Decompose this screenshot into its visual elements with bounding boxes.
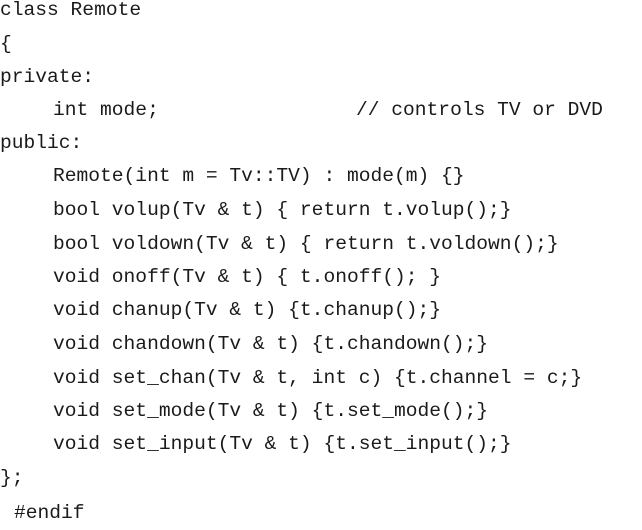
code-line-volup: bool volup(Tv & t) { return t.volup();}: [53, 199, 512, 221]
code-line-voldown: bool voldown(Tv & t) { return t.voldown(…: [53, 233, 559, 255]
code-line-set-mode: void set_mode(Tv & t) {t.set_mode();}: [53, 400, 489, 422]
code-line-public-label: public:: [0, 132, 83, 154]
code-line-set-chan: void set_chan(Tv & t, int c) {t.channel …: [53, 367, 583, 389]
code-line-chandown: void chandown(Tv & t) {t.chandown();}: [53, 333, 489, 355]
code-line-private-label: private:: [0, 66, 95, 88]
code-line-open-brace: {: [0, 33, 12, 55]
code-line-endif: #endif: [14, 502, 85, 524]
code-line-set-input: void set_input(Tv & t) {t.set_input();}: [53, 433, 512, 455]
code-line-constructor: Remote(int m = Tv::TV) : mode(m) {}: [53, 165, 465, 187]
code-line-close-brace: };: [0, 467, 24, 489]
code-line-onoff: void onoff(Tv & t) { t.onoff(); }: [53, 266, 442, 288]
code-comment-mode: // controls TV or DVD: [356, 99, 603, 121]
code-line-chanup: void chanup(Tv & t) {t.chanup();}: [53, 299, 442, 321]
code-line-mode-member: int mode;: [53, 99, 159, 121]
code-line-class-declaration: class Remote: [0, 0, 142, 21]
